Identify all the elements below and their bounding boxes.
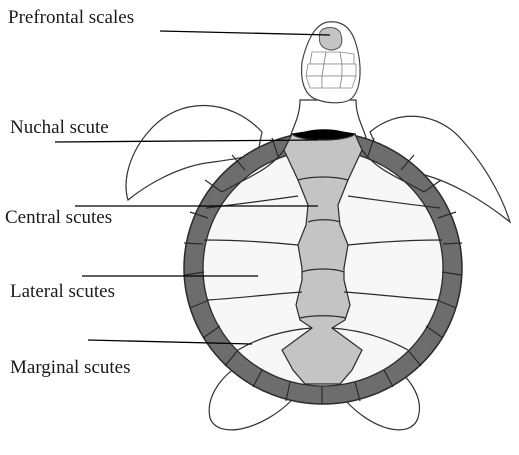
label-lateral-scutes: Lateral scutes [10,282,115,301]
label-central-scutes: Central scutes [5,208,112,227]
leader-prefrontal [160,31,330,35]
label-marginal-scutes: Marginal scutes [10,358,131,377]
label-nuchal-scute: Nuchal scute [10,118,109,137]
head-scales [306,52,356,88]
label-prefrontal-scales: Prefrontal scales [8,8,134,27]
prefrontal-scales [319,28,342,51]
